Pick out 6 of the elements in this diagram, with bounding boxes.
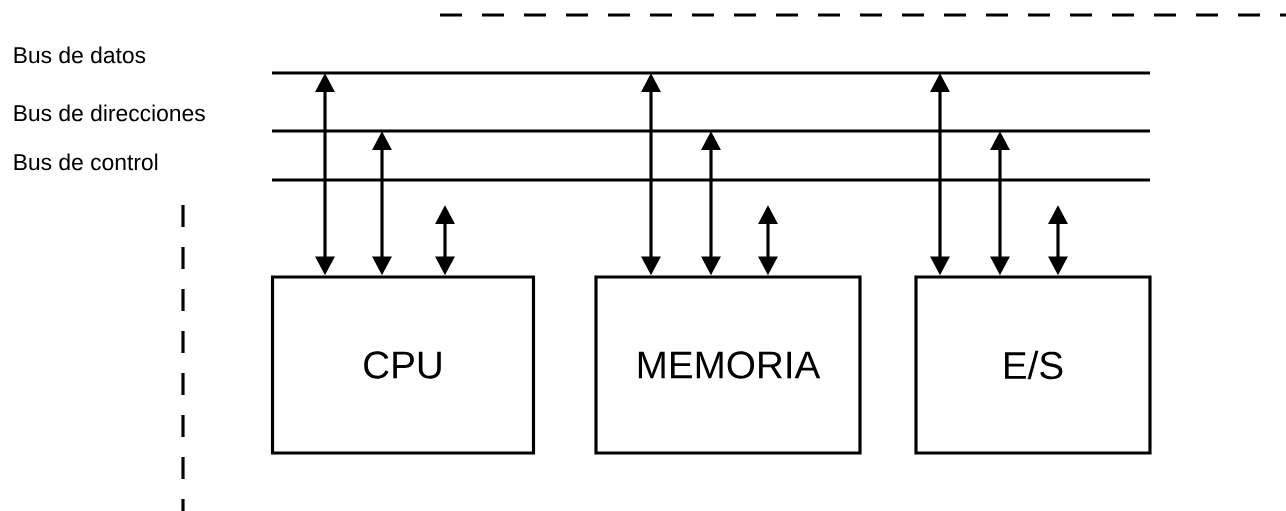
component-box: E/S	[914, 275, 1152, 455]
component-box: MEMORIA	[594, 275, 862, 455]
bus-label: Bus de datos	[14, 46, 146, 64]
bus-label: Bus de control	[14, 153, 158, 171]
component-box: CPU	[270, 275, 536, 455]
bus-label: Bus de direcciones	[14, 104, 205, 122]
